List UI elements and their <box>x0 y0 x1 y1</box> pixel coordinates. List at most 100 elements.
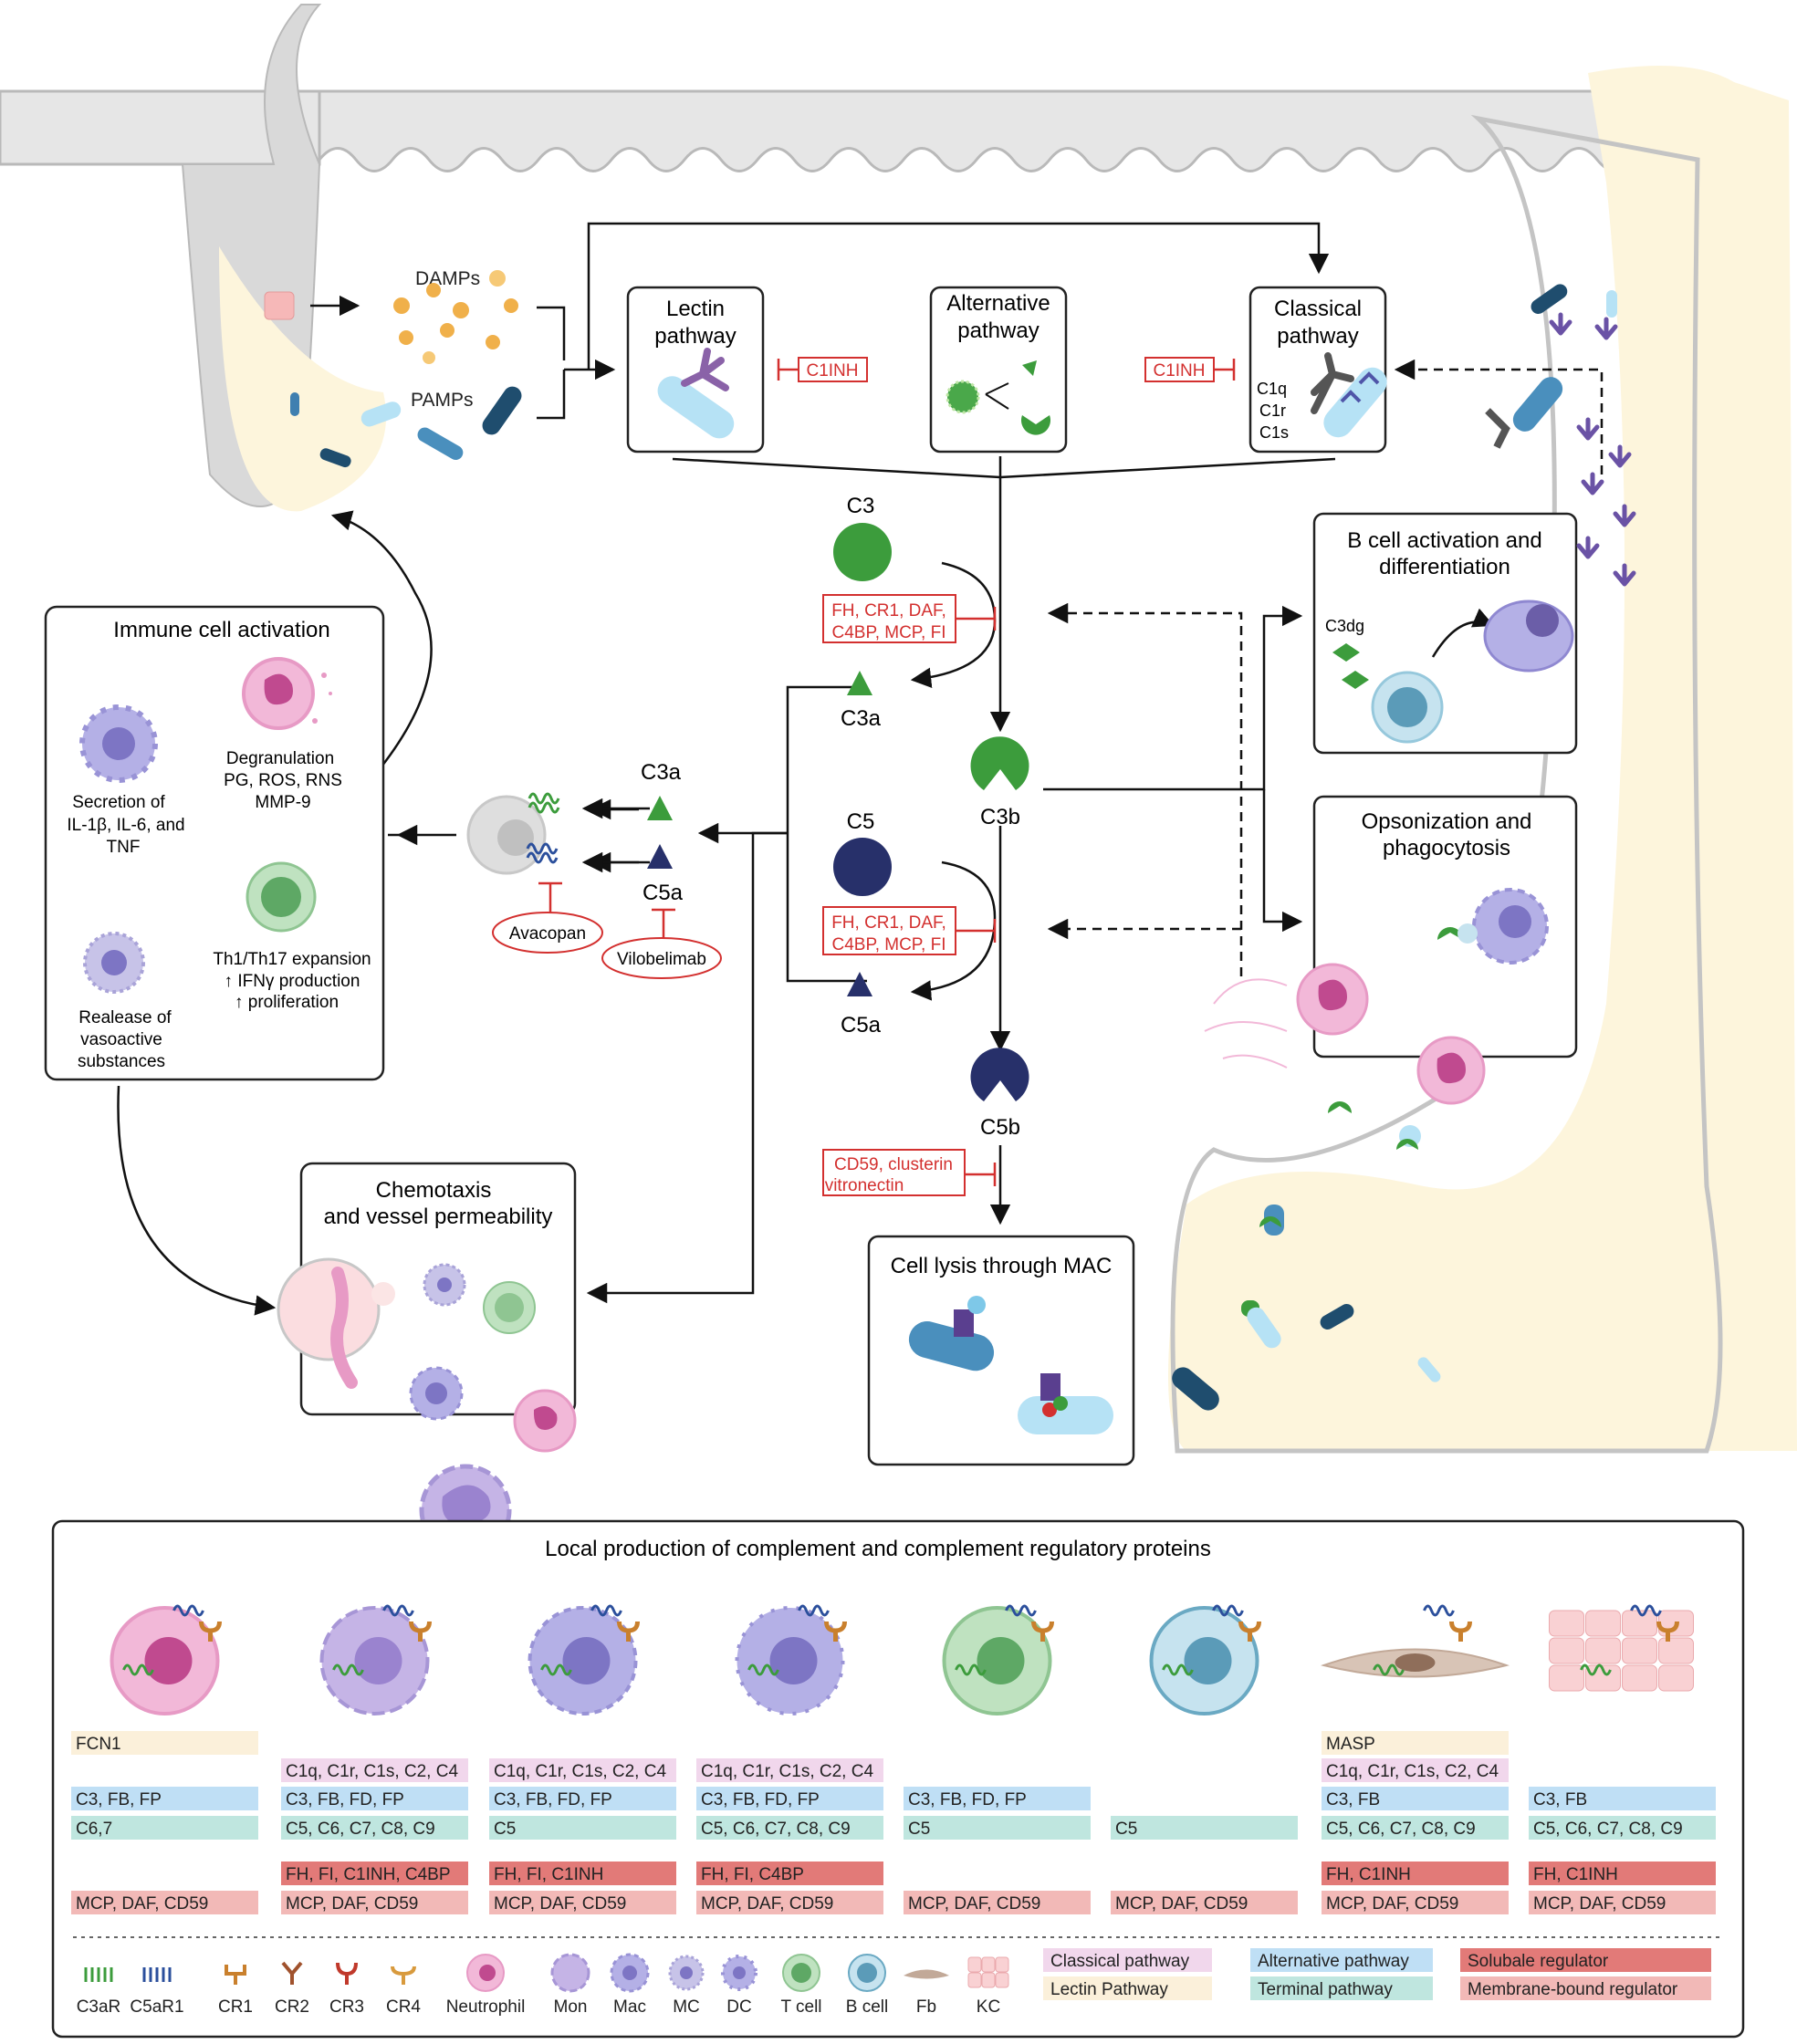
secretion-line1: Secretion of <box>72 793 165 812</box>
c5a-icon <box>847 972 872 996</box>
production-row-text: C3, FB, FD, FP <box>908 1790 1027 1809</box>
production-row-text: C3, FB, FD, FP <box>494 1790 612 1809</box>
c1inh-lectin: C1INH <box>777 357 868 382</box>
mac-pore-2 <box>1040 1373 1060 1401</box>
production-row: FH, C1INH <box>1322 1862 1509 1885</box>
production-row-text: FH, FI, C4BP <box>701 1865 804 1884</box>
production-row: FH, C1INH <box>1529 1862 1716 1885</box>
degranulation-line3: MMP-9 <box>255 793 310 812</box>
c5ar1-receptor-icon <box>526 842 559 864</box>
production-row: C3, FB <box>1529 1787 1716 1810</box>
production-row-text: C1q, C1r, C1s, C2, C4 <box>494 1762 666 1781</box>
production-row-text: MCP, DAF, CD59 <box>1115 1894 1248 1914</box>
damp-particles <box>393 270 518 364</box>
legend-symbol-label: KC <box>977 1997 1000 2017</box>
flow-arrows <box>117 222 1447 1316</box>
tcell-icon <box>246 861 317 933</box>
lysed-bacterium-2 <box>1018 1396 1113 1434</box>
legend-category-label: Terminal pathway <box>1258 1980 1393 1999</box>
production-row: C5, C6, C7, C8, C9 <box>1322 1816 1509 1840</box>
production-row-text: C5, C6, C7, C8, C9 <box>701 1820 851 1839</box>
c5b-node: C5b <box>970 1048 1029 1140</box>
legend-category-label: Classical pathway <box>1050 1952 1190 1971</box>
immune-title: Immune cell activation <box>113 618 329 642</box>
follicle-dermis <box>219 246 387 512</box>
c3b-label: C3b <box>980 805 1020 829</box>
production-row-text: C1q, C1r, C1s, C2, C4 <box>286 1762 458 1781</box>
legend-symbol: C3aR <box>77 1967 121 2017</box>
c3a-node: C3a <box>841 671 882 731</box>
th-line1: Th1/Th17 expansion <box>213 950 371 969</box>
production-row: C1q, C1r, C1s, C2, C4 <box>281 1758 468 1782</box>
production-row: MASP <box>1322 1731 1509 1755</box>
mast-cell-icon <box>83 932 145 994</box>
c5-node: C5 <box>833 809 892 896</box>
opsonization-title-line2: phagocytosis <box>1383 836 1510 860</box>
mac-pore-1 <box>954 1309 974 1337</box>
legend-symbol-label: T cell <box>780 1997 821 2017</box>
vasoactive-line1: Realease of <box>78 1008 172 1027</box>
legend-symbol-label: Fb <box>916 1997 936 2017</box>
mac-regulators-line2: vitronectin <box>825 1176 904 1195</box>
legend-symbol: Neutrophil <box>446 1954 525 2017</box>
legend-symbol: Fb <box>904 1969 949 2017</box>
damps-label: DAMPs <box>415 268 480 289</box>
legend-symbol-label: CR4 <box>386 1997 421 2017</box>
production-row: FH, FI, C1INH <box>489 1862 676 1885</box>
lectin-pathway-box: Lectin pathway <box>626 286 765 454</box>
legend-symbol-label: C5aR1 <box>130 1997 183 2017</box>
th-line2: ↑ IFNγ production <box>225 972 360 991</box>
legend-symbol: KC <box>967 1956 1009 2017</box>
legend-symbol-label: CR3 <box>329 1997 364 2017</box>
production-row-text: FH, C1INH <box>1533 1865 1618 1884</box>
immune-activation-box: Immune cell activation Secretion of IL-1… <box>44 605 385 1081</box>
dashed-arrows <box>1047 359 1604 976</box>
production-row-text: MCP, DAF, CD59 <box>908 1894 1040 1914</box>
c3dg-label: C3dg <box>1325 617 1364 635</box>
alternative-subtitle: pathway <box>957 318 1039 343</box>
legend-symbol: CR4 <box>386 1966 421 2017</box>
c3a-ligand-icon <box>647 796 673 820</box>
bcell-activation-box: B cell activation and differentiation C3… <box>1312 512 1578 755</box>
pamps-label: PAMPs <box>411 390 473 411</box>
mac-regulators: CD59, clusterin vitronectin <box>822 1149 997 1196</box>
vasoactive-line3: substances <box>78 1052 165 1071</box>
production-row-text: C3, FB, FP <box>76 1790 162 1809</box>
legend-category-label: Solubale regulator <box>1468 1952 1609 1971</box>
legend-category-lectin: Lectin Pathway <box>1043 1976 1212 2000</box>
lysis-title: Cell lysis through MAC <box>891 1254 1113 1278</box>
production-row: C1q, C1r, C1s, C2, C4 <box>696 1758 883 1782</box>
c3-label: C3 <box>847 494 875 518</box>
skin-background <box>0 4 1797 1454</box>
danger-signals: DAMPs PAMPs <box>264 268 522 468</box>
production-row-text: C5 <box>494 1820 516 1839</box>
legend-symbol-label: C3aR <box>77 1997 121 2017</box>
production-row-text: C3, FB, FD, FP <box>286 1790 404 1809</box>
legend-category-alt: Alternative pathway <box>1250 1948 1433 1972</box>
c5b-icon <box>970 1048 1029 1101</box>
secretion-line3: TNF <box>107 838 141 857</box>
production-row: C5, C6, C7, C8, C9 <box>1529 1816 1716 1840</box>
legend-symbol: MC <box>668 1955 705 2017</box>
th-line3: ↑ proliferation <box>235 993 339 1012</box>
production-row-text: MCP, DAF, CD59 <box>494 1894 626 1914</box>
legend-symbol: B cell <box>846 1954 888 2017</box>
c3dg-icon <box>1332 643 1369 689</box>
antibody-bacterium <box>1485 284 1617 449</box>
production-row: MCP, DAF, CD59 <box>904 1891 1091 1914</box>
c3-regulators: FH, CR1, DAF, C4BP, MCP, FI <box>822 594 997 643</box>
production-row: C3, FB <box>1322 1787 1509 1810</box>
monocyte-producer-icon <box>319 1604 432 1716</box>
c5-icon <box>833 838 892 896</box>
lectin-title: Lectin <box>666 297 725 321</box>
cell-lysis-box: Cell lysis through MAC <box>867 1235 1135 1466</box>
c3a-ligand-label: C3a <box>641 760 682 785</box>
alternative-title: Alternative <box>946 291 1050 316</box>
classical-subtitle: pathway <box>1277 324 1358 349</box>
c1q-label: C1q <box>1257 380 1287 398</box>
c5-regulators: FH, CR1, DAF, C4BP, MCP, FI <box>822 906 997 955</box>
classical-title: Classical <box>1274 297 1362 321</box>
legend-symbol-label: DC <box>726 1997 751 2017</box>
production-row: C3, FB, FD, FP <box>696 1787 883 1810</box>
